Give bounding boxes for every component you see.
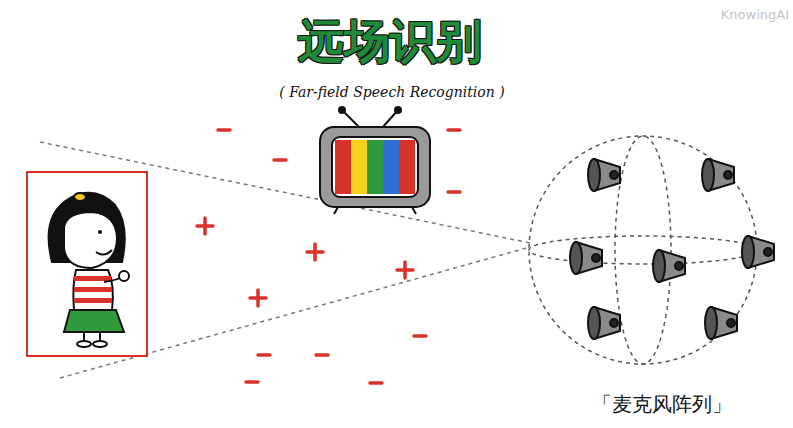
microphone-icons — [570, 159, 774, 339]
title-text: 远场识别 — [298, 11, 482, 73]
speaker-frame — [27, 172, 147, 356]
subtitle-text: ( Far-field Speech Recognition ) — [279, 84, 504, 100]
girl-figure — [49, 193, 129, 347]
array-label: 「麦克风阵列」 — [592, 391, 732, 418]
mic-array-sphere — [529, 136, 757, 364]
plus-symbols — [197, 218, 413, 306]
tv-icon — [320, 107, 430, 214]
watermark: KnowingAI — [721, 7, 789, 22]
minus-symbols — [218, 130, 460, 383]
